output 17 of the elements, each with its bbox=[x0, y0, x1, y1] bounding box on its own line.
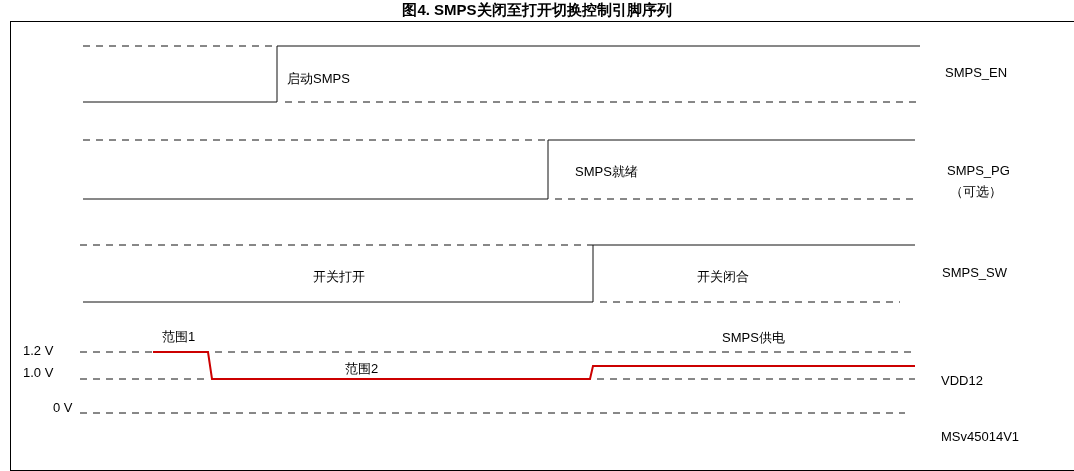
signal-name: SMPS_EN bbox=[945, 65, 1008, 81]
figure-title: 图4. SMPS关闭至打开切换控制引脚序列 bbox=[401, 0, 673, 20]
signal-state-label: 开关打开 bbox=[313, 269, 365, 285]
voltage-level-label: 0 V bbox=[53, 400, 73, 416]
signal-name: SMPS_SW bbox=[942, 265, 1007, 281]
signal-name: VDD12 bbox=[941, 373, 983, 389]
range-label: 范围2 bbox=[345, 361, 379, 377]
range-label: 范围1 bbox=[162, 329, 196, 345]
signal-state-label: SMPS供电 bbox=[722, 330, 785, 346]
signal-state-label: 开关闭合 bbox=[697, 269, 749, 285]
signal-event-label: 启动SMPS bbox=[287, 71, 350, 87]
figure-id: MSv45014V1 bbox=[941, 429, 1020, 445]
voltage-level-label: 1.0 V bbox=[23, 365, 54, 381]
signal-name: SMPS_PG bbox=[947, 163, 1010, 179]
signal-note: （可选） bbox=[950, 184, 1002, 200]
signal-event-label: SMPS就绪 bbox=[575, 164, 638, 180]
voltage-level-label: 1.2 V bbox=[23, 343, 54, 359]
